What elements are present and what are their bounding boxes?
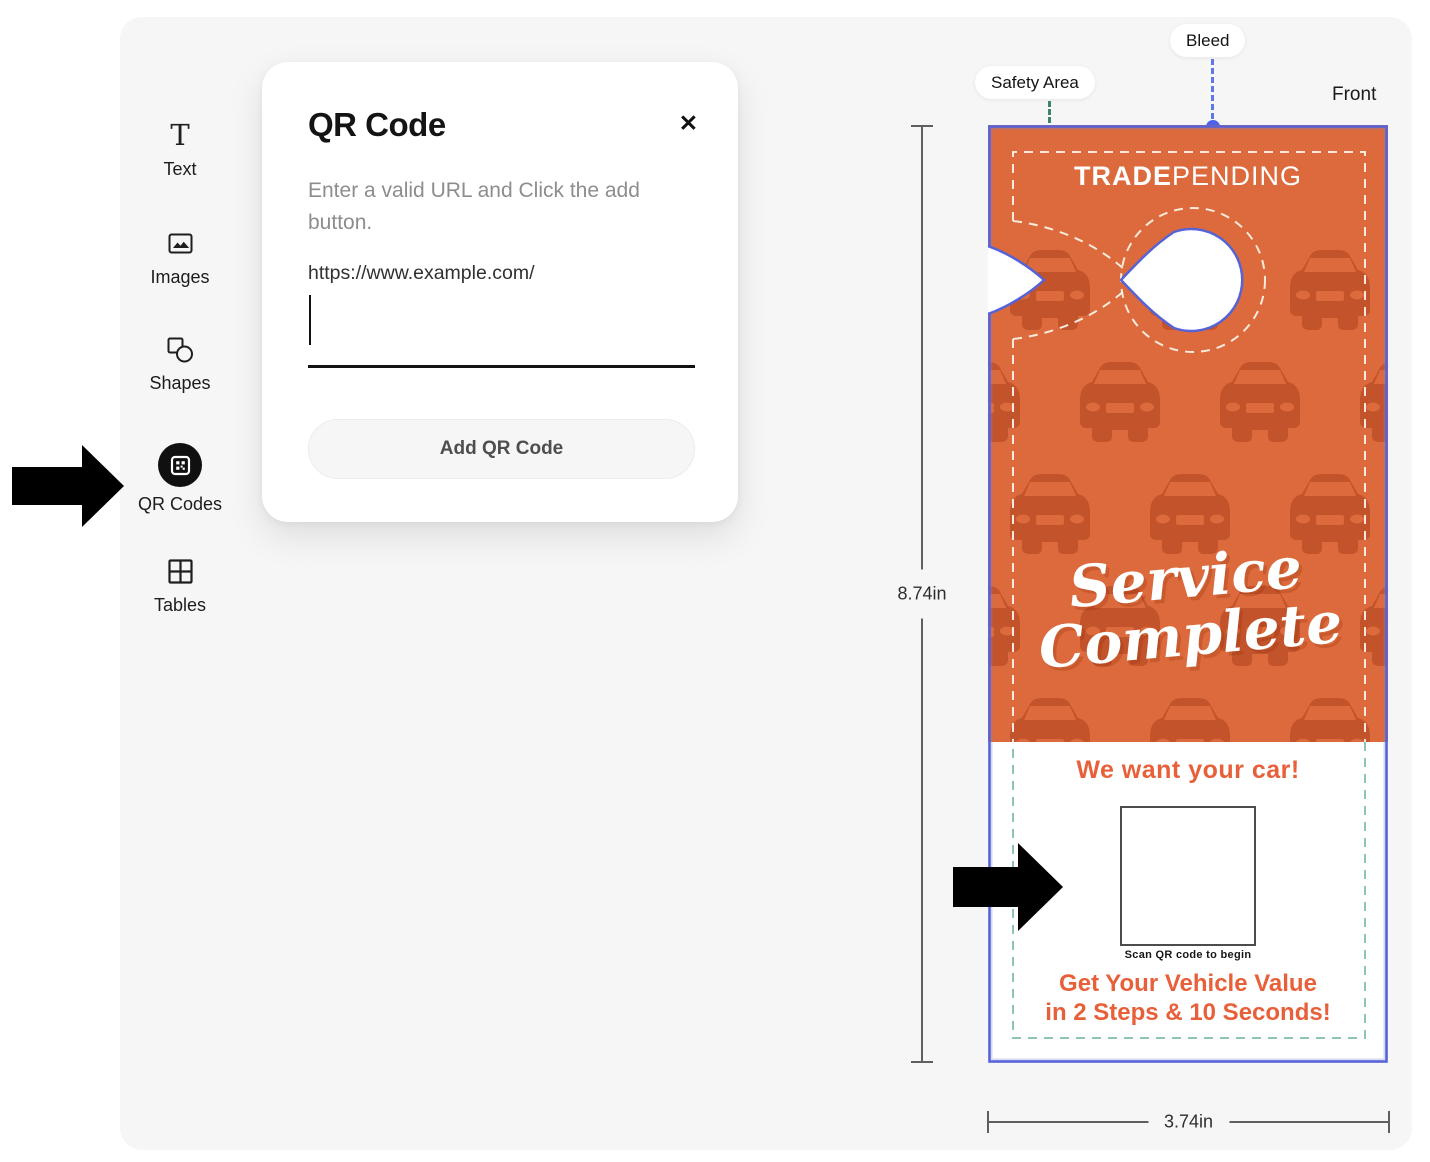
sidebar-item-label: Tables [153, 595, 207, 615]
brand-logo-bold: TRADE [1073, 161, 1172, 191]
bleed-connector [1211, 59, 1214, 119]
side-front-label: Front [1332, 84, 1377, 105]
qr-codes-icon [158, 443, 202, 487]
text-icon: T [170, 118, 190, 152]
url-hint-label: https://www.example.com/ [308, 262, 535, 284]
sidebar-item-label: Shapes [149, 373, 211, 393]
add-qr-code-label: Add QR Code [439, 438, 564, 459]
bleed-label: Bleed [1170, 24, 1246, 57]
cta-line2: in 2 Steps & 10 Seconds! [1045, 999, 1331, 1026]
add-qr-code-button[interactable]: Add QR Code [308, 419, 695, 479]
panel-title: QR Code [308, 106, 446, 143]
images-icon [118, 226, 242, 260]
width-dimension-label: 3.74in [1147, 1109, 1230, 1135]
width-dimension-ruler: 3.74in [987, 1109, 1390, 1135]
safety-area-label: Safety Area [975, 66, 1095, 99]
ruler-cap [911, 1061, 933, 1063]
ruler-cap [1388, 1111, 1390, 1133]
sidebar-item-text[interactable]: T Text [118, 118, 242, 180]
brand-logo: TRADEPENDING [988, 161, 1388, 192]
sidebar-item-images[interactable]: Images [118, 226, 242, 288]
cta-text: Get Your Vehicle Value in 2 Steps & 10 S… [988, 969, 1388, 1027]
sidebar-item-shapes[interactable]: Shapes [118, 332, 242, 394]
close-icon[interactable]: ✕ [678, 110, 698, 136]
shapes-icon [118, 332, 242, 366]
subheadline: We want your car! [1076, 756, 1300, 784]
text-caret [309, 295, 311, 345]
qr-caption: Scan QR code to begin [1124, 949, 1252, 961]
input-underline [308, 365, 695, 368]
qr-placeholder-box [1120, 806, 1256, 946]
height-dimension-ruler: 8.74in [893, 125, 951, 1063]
safety-area-connector [1048, 101, 1051, 147]
brand-logo-light: PENDING [1171, 161, 1303, 191]
tables-icon [118, 554, 242, 588]
sidebar-item-tables[interactable]: Tables [118, 554, 242, 616]
sidebar-item-qr-codes[interactable]: QR Codes [118, 443, 242, 515]
height-dimension-label: 8.74in [893, 569, 951, 619]
door-hanger-preview: TRADEPENDING Service Complete We want yo… [988, 125, 1388, 1063]
panel-description: Enter a valid URL and Click the add butt… [308, 179, 640, 234]
cta-line1: Get Your Vehicle Value [1059, 970, 1317, 997]
sidebar-item-label: Text [163, 159, 197, 179]
qr-code-panel: QR Code ✕ Enter a valid URL and Click th… [262, 62, 738, 522]
sidebar-item-label: Images [150, 267, 210, 287]
pointer-arrow-qr-codes-item [12, 445, 124, 527]
pointer-arrow-qr-placeholder [953, 843, 1063, 931]
sidebar-item-label: QR Codes [137, 494, 223, 514]
qr-url-input[interactable] [308, 292, 694, 350]
